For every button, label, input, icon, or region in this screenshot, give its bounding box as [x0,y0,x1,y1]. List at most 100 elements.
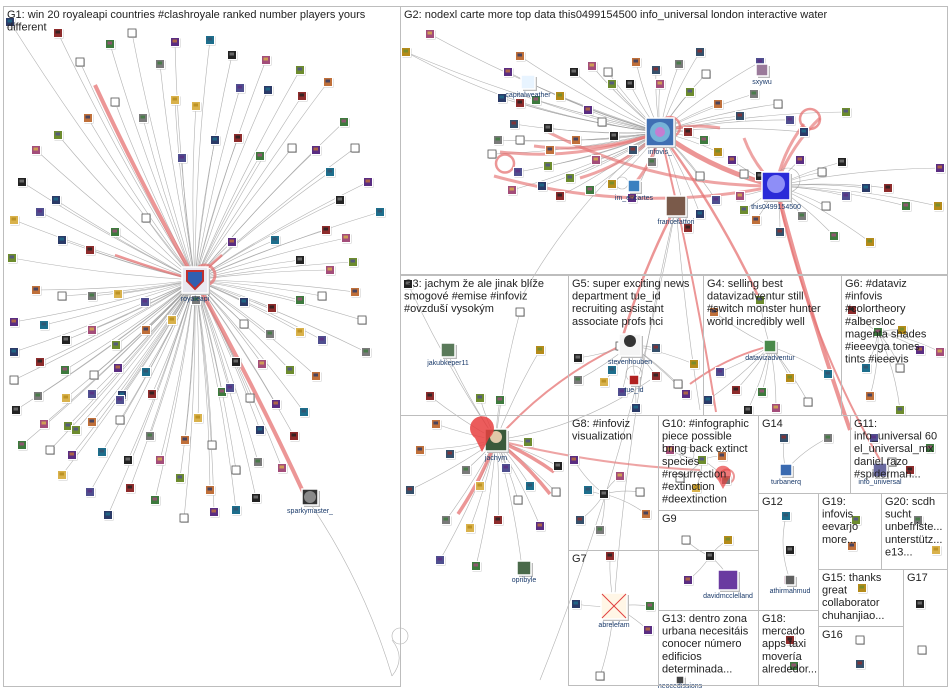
node[interactable] [495,395,506,406]
node[interactable] [555,191,566,202]
node[interactable] [507,185,518,196]
node[interactable] [5,17,16,28]
node[interactable] [140,297,151,308]
node[interactable] [861,183,872,194]
node[interactable] [933,201,944,212]
node[interactable] [823,433,834,444]
node[interactable] [651,343,662,354]
node[interactable] [591,155,602,166]
node[interactable] [45,445,55,455]
node[interactable] [191,295,202,306]
node[interactable] [583,105,594,116]
node[interactable] [797,211,808,222]
node[interactable] [255,151,266,162]
node[interactable] [150,495,161,506]
node[interactable] [895,405,906,416]
node[interactable] [339,117,350,128]
node[interactable] [263,85,274,96]
node[interactable] [689,359,700,370]
node[interactable] [39,320,50,331]
node[interactable] [11,405,22,416]
node[interactable] [89,370,99,380]
node[interactable] [170,95,181,106]
node[interactable] [261,55,272,66]
node[interactable] [317,291,327,301]
node[interactable] [571,599,582,610]
node[interactable] [113,289,124,300]
node[interactable] [635,487,645,497]
node[interactable] [615,471,626,482]
node[interactable] [83,113,94,124]
node[interactable] [435,555,446,566]
node[interactable] [57,235,68,246]
node[interactable] [350,143,360,153]
node[interactable] [493,515,504,526]
node[interactable] [115,395,126,406]
node[interactable] [643,625,654,636]
node[interactable] [113,363,124,374]
node[interactable] [515,307,525,317]
node[interactable] [9,215,20,226]
node[interactable] [325,167,336,178]
node[interactable] [231,465,241,475]
node[interactable] [681,389,692,400]
node[interactable] [311,145,322,156]
node[interactable] [595,525,606,536]
node[interactable] [695,209,706,220]
node[interactable] [607,179,618,190]
node[interactable] [425,391,436,402]
node[interactable] [887,457,897,467]
node[interactable] [531,95,542,106]
node[interactable] [515,51,526,62]
node[interactable] [138,113,149,124]
node[interactable] [713,99,724,110]
node[interactable] [425,29,436,40]
node[interactable] [735,191,746,202]
node[interactable] [87,417,98,428]
node[interactable] [673,379,683,389]
node[interactable] [405,485,416,496]
node-tue_id[interactable] [628,374,641,387]
node[interactable] [674,59,685,70]
node[interactable] [87,325,98,336]
node[interactable] [515,135,525,145]
node[interactable] [323,77,334,88]
node[interactable] [270,235,281,246]
node[interactable] [245,393,255,403]
node[interactable] [625,79,636,90]
node-im_encartes[interactable] [627,179,642,194]
node[interactable] [179,513,189,523]
node[interactable] [857,583,868,594]
node[interactable] [535,345,546,356]
node[interactable] [9,317,20,328]
node[interactable] [641,509,652,520]
node[interactable] [683,223,694,234]
node[interactable] [739,169,749,179]
node[interactable] [603,67,613,77]
node[interactable] [821,201,831,211]
node[interactable] [715,367,726,378]
node[interactable] [251,493,262,504]
node[interactable] [145,431,156,442]
node[interactable] [441,515,452,526]
node[interactable] [227,237,238,248]
node[interactable] [239,319,249,329]
node[interactable] [513,167,524,178]
node[interactable] [255,425,266,436]
node[interactable] [299,407,310,418]
node[interactable] [127,28,137,38]
node[interactable] [695,47,706,58]
node[interactable] [295,295,306,306]
node[interactable] [925,443,936,454]
node[interactable] [207,440,217,450]
node[interactable] [841,191,852,202]
node[interactable] [931,545,942,556]
node[interactable] [651,65,662,76]
node[interactable] [61,393,72,404]
node[interactable] [289,431,300,442]
node[interactable] [295,255,306,266]
node[interactable] [651,371,662,382]
node[interactable] [155,59,166,70]
node[interactable] [841,107,852,118]
node[interactable] [357,315,367,325]
